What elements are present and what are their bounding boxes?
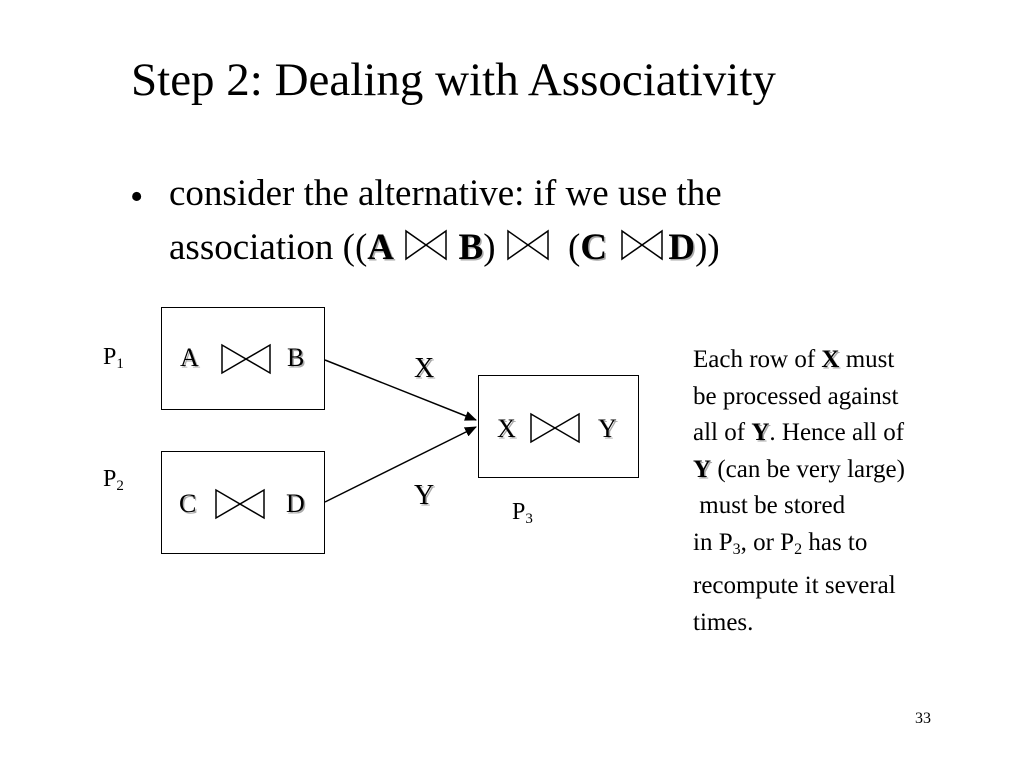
association-prefix: association (( xyxy=(169,227,368,268)
note-line-7: recompute it several xyxy=(693,572,896,599)
p1-box xyxy=(161,307,325,410)
open-paren: ( xyxy=(568,227,581,268)
note-line-3: all of Y. Hence all of xyxy=(693,419,905,446)
p3-relation-x: X xyxy=(497,414,516,443)
relation-a: A xyxy=(367,227,395,268)
join-icon xyxy=(530,412,580,444)
edge-label-x: X xyxy=(414,353,435,384)
p3-box xyxy=(478,375,639,478)
relation-c: C xyxy=(580,227,608,268)
p3-relation-y: Y xyxy=(598,414,617,443)
p3-label: P3 xyxy=(512,499,533,527)
p1-relation-a: A xyxy=(180,343,199,372)
join-icon xyxy=(621,229,664,261)
arrow-y xyxy=(324,426,477,503)
p1-label: P1 xyxy=(103,344,124,372)
note-line-2: be processed against xyxy=(693,382,899,410)
p2-label: P2 xyxy=(103,466,124,494)
page-number: 33 xyxy=(915,710,931,727)
join-icon xyxy=(405,229,448,261)
join-icon xyxy=(221,343,271,375)
close-paren: ) xyxy=(483,227,496,268)
arrow-x xyxy=(324,359,477,421)
explanation-note: Each row of X must be processed against … xyxy=(693,342,905,641)
p2-relation-d: D xyxy=(286,489,305,518)
p2-relation-c: C xyxy=(179,489,197,518)
note-line-5: must be stored xyxy=(693,492,846,519)
note-line-8: times. xyxy=(693,608,754,636)
edge-label-y: Y xyxy=(414,480,435,511)
note-line-1: Each row of X must xyxy=(693,346,895,373)
join-icon xyxy=(507,229,549,261)
bullet-line-2: association ((A B) (C D)) xyxy=(169,226,720,270)
association-suffix: )) xyxy=(695,227,720,268)
bullet-line-1: consider the alternative: if we use the xyxy=(169,173,722,214)
bullet-marker: • xyxy=(130,176,144,218)
slide-title: Step 2: Dealing with Associativity xyxy=(131,54,776,106)
note-line-4: Y (can be very large) xyxy=(693,455,905,483)
relation-b: B xyxy=(458,227,484,268)
p1-relation-b: B xyxy=(287,343,305,372)
join-icon xyxy=(215,488,265,520)
relation-d: D xyxy=(668,227,696,268)
note-line-6: in P3, or P2 has to xyxy=(693,528,868,558)
